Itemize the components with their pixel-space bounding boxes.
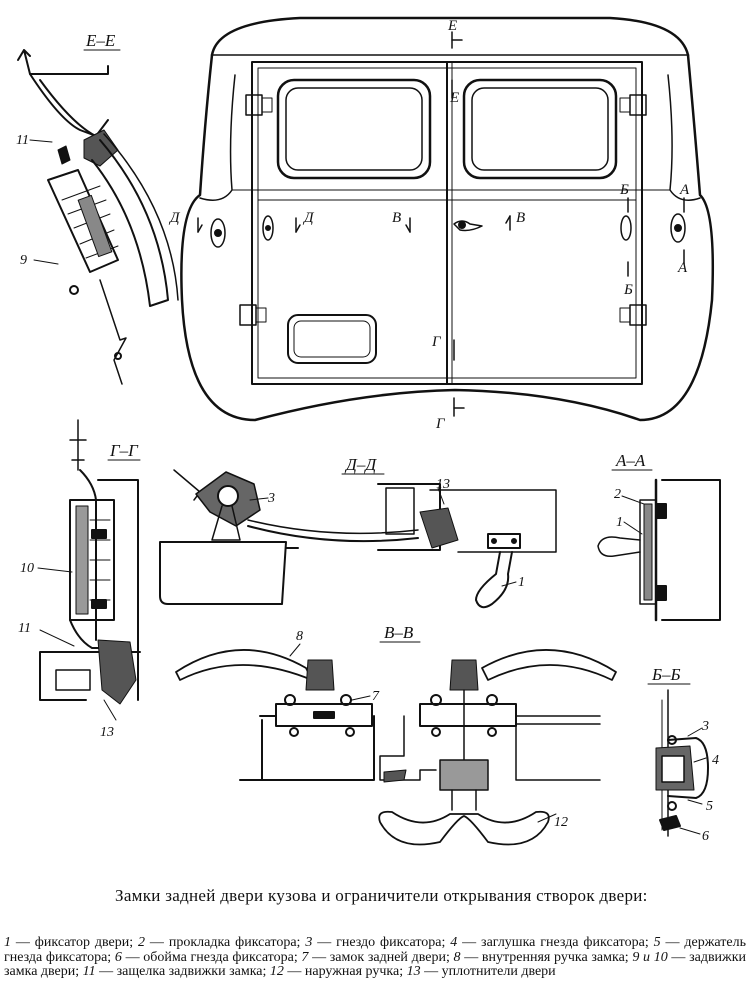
callout-2: 2 [614,487,621,502]
cut-letter-e-top: Е [447,18,457,34]
section-label-v-v: В–В [384,623,414,642]
callout-1-aa: 1 [616,515,623,530]
legend-item-number: 9 и 10 [632,949,668,965]
legend-item-text: — внутренняя ручка замка; [460,949,633,965]
legend-item-text: — защелка задвижки замка; [95,964,270,979]
legend-item: 12 — наружная ручка; [270,964,407,979]
caption-title: Замки задней двери кузова и ограничители… [115,886,648,905]
legend-item-text: — задвижки замка двери; [4,949,747,979]
legend-item: 11 — защелка задвижки замка; [83,964,270,979]
callout-3-dd: 3 [267,491,275,506]
legend-item: 7 — замок задней двери; [301,950,453,965]
callout-13-gg: 13 [100,725,114,740]
cut-letter-g-bottom: Г [435,416,446,432]
legend-item-text: — наружная ручка; [283,964,407,979]
legend-item: 2 — прокладка фиксатора; [138,935,305,950]
legend-item: 3 — гнездо фиксатора; [305,935,450,950]
legend-item: 1 — фиксатор двери; [4,935,138,950]
cut-letter-d-right: Д [302,210,315,226]
legend-item: 13 — уплотнители двери [407,964,556,979]
section-g-g: Г–Г 10 11 13 [18,419,141,740]
rear-view-body [180,16,715,422]
legend-item-text: — заглушка гнезда фиксатора; [457,935,654,950]
legend-item-number: 7 [301,949,309,965]
legend-item: 5 — держатель гнезда фиксатора; [4,935,746,965]
legend-item-number: 8 [453,949,461,965]
legend-item: 9 и 10 — задвижки замка двери; [4,950,746,980]
callout-4: 4 [712,753,719,768]
technical-drawing: Е Е Д Д В В Б Б А А Г Г Е–Е 11 9 [16,16,721,846]
cut-letter-v-right: В [516,210,525,226]
callout-11-gg: 11 [18,621,31,636]
section-label-a-a: А–А [615,451,646,470]
section-label-g-g: Г–Г [109,441,139,460]
callout-12: 12 [554,815,568,830]
legend-item-number: 1 [4,935,11,950]
cut-letter-g-top: Г [431,334,442,350]
legend-item-text: — гнездо фиксатора; [312,935,451,950]
section-label-b-b: Б–Б [651,665,681,684]
legend-item-number: 11 [82,964,96,979]
callout-5: 5 [706,799,713,814]
callout-11-ee: 11 [16,133,29,148]
legend-item: 4 — заглушка гнезда фиксатора; [450,935,653,950]
figure-caption: Замки задней двери кузова и ограничители… [0,880,750,1008]
cut-letter-a-top: А [679,182,690,198]
legend-item-number: 2 [138,935,146,950]
legend-item-number: 4 [450,935,458,950]
callout-9: 9 [20,253,27,268]
callout-1-dd: 1 [518,575,525,590]
callout-8: 8 [296,629,303,644]
callout-7: 7 [372,689,380,704]
section-e-e: Е–Е 11 9 [16,31,179,385]
callout-13-dd: 13 [436,477,450,492]
cut-letter-labels: Е Е Д Д В В Б Б А А Г Г [168,18,690,432]
section-a-a: А–А 2 1 [597,451,721,622]
legend-item-text: — фиксатор двери; [11,935,139,950]
cut-letter-b-bottom: Б [623,282,633,298]
cut-letter-a-bottom: А [677,260,688,276]
legend-item-number: 12 [269,964,284,979]
callout-3-bb: 3 [701,719,709,734]
section-label-e-e: Е–Е [85,31,116,50]
legend-item-text: — замок задней двери; [308,949,454,965]
legend-item-number: 6 [114,949,122,965]
legend-item-text: — уплотнители двери [420,964,556,979]
legend-item: 6 — обойма гнезда фиксатора; [115,950,302,965]
legend-item-number: 3 [305,935,313,950]
cut-letter-v-left: В [392,210,401,226]
legend-item-text: — держатель гнезда фиксатора; [4,935,746,965]
section-cut-markers [197,31,685,417]
section-v-v: В–В 7 8 12 [175,623,617,846]
callout-6: 6 [702,829,709,844]
section-label-d-d: Д–Д [344,455,377,474]
section-d-d: Д–Д 3 13 1 [159,455,557,609]
legend-item-number: 5 [653,935,661,950]
section-b-b: Б–Б 3 4 5 6 [647,665,719,844]
legend-item-number: 13 [406,964,421,979]
callout-10: 10 [20,561,34,576]
caption-legend: 1 — фиксатор двери; 2 — прокладка фиксат… [4,935,746,980]
legend-item-text: — прокладка фиксатора; [145,935,306,950]
legend-item: 8 — внутренняя ручка замка; [454,950,633,965]
cut-letter-b-top: Б [619,182,629,198]
cut-letter-d-left: Д [168,210,181,226]
legend-item-text: — обойма гнезда фиксатора; [121,949,302,965]
cut-letter-e-bottom: Е [449,90,459,106]
